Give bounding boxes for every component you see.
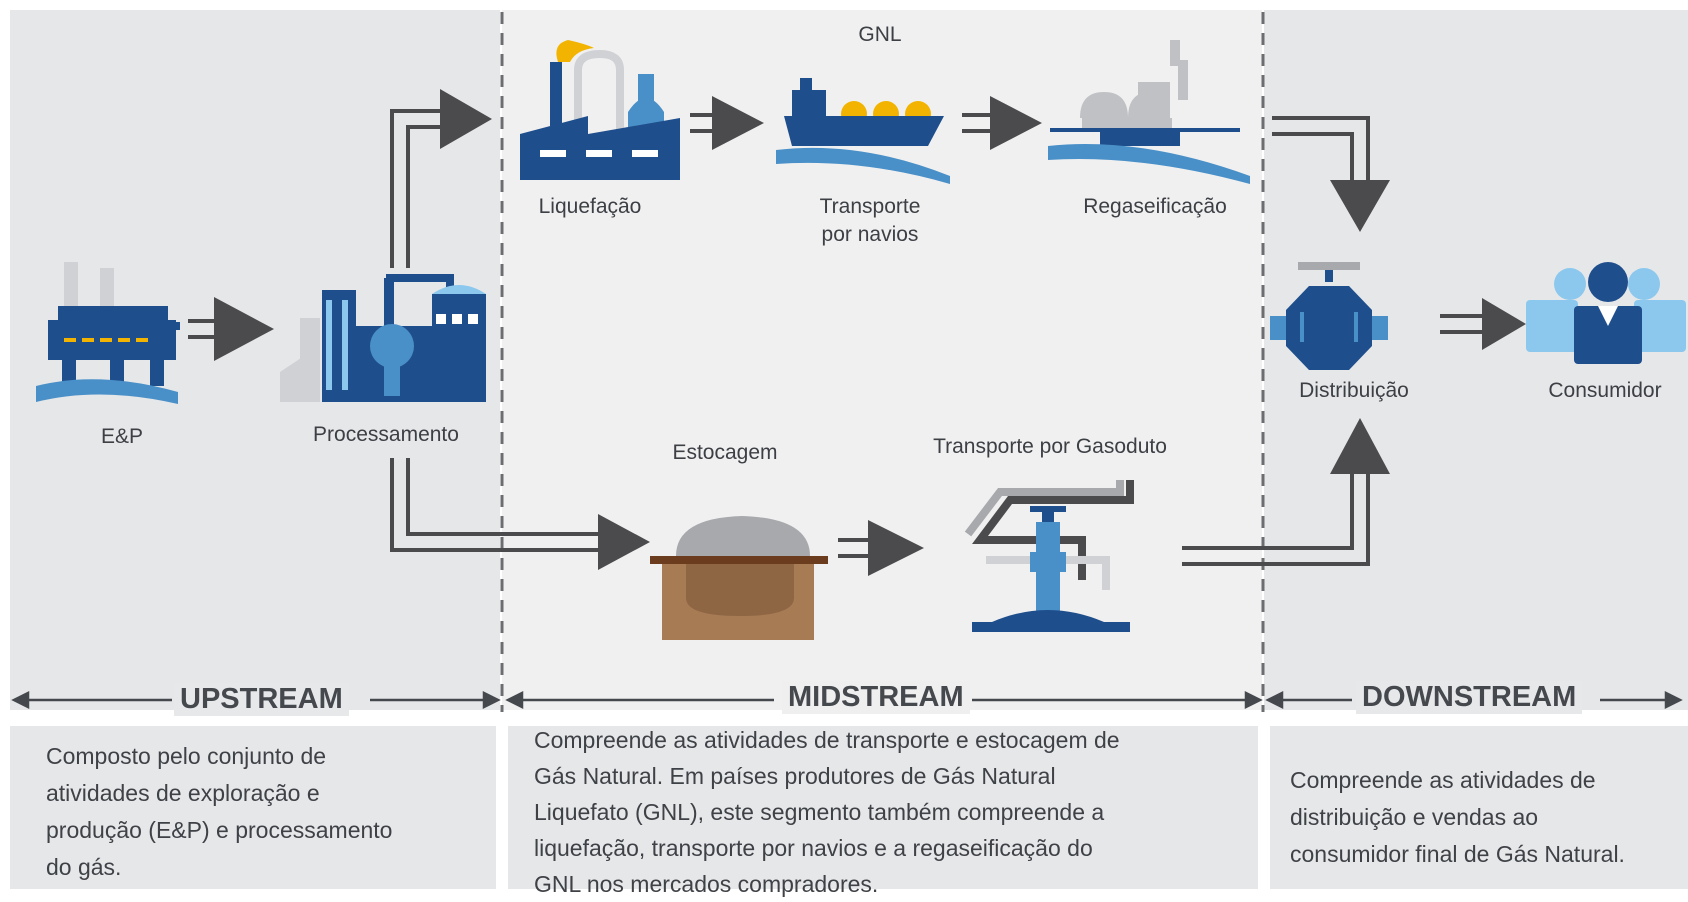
upstream-desc-line: produção (E&P) e processamento: [46, 817, 393, 843]
label-gnl: GNL: [858, 23, 902, 46]
midstream-title: MIDSTREAM: [782, 681, 970, 714]
arrow-to-liquefacao: [440, 89, 492, 149]
flow-connectors: [188, 109, 1482, 566]
underground-storage-icon: [650, 516, 828, 640]
label-regaseificacao: Regaseificação: [1083, 195, 1227, 218]
upstream-description: Composto pelo conjunto de atividades de …: [46, 738, 392, 886]
downstream-desc-line: Compreende as atividades de: [1290, 767, 1596, 793]
label-distribuicao: Distribuição: [1299, 379, 1409, 402]
midstream-desc-box: [508, 726, 1258, 889]
label-estocagem: Estocagem: [672, 441, 778, 464]
lng-ship-icon: [776, 78, 950, 184]
arrow-to-regaseificacao: [990, 96, 1042, 150]
downstream-title: DOWNSTREAM: [1356, 681, 1583, 714]
upstream-desc-line: atividades de exploração e: [46, 780, 320, 806]
upstream-desc-line: do gás.: [46, 854, 122, 880]
offshore-platform-icon: [36, 262, 180, 404]
consumer-people-icon: [1526, 262, 1686, 364]
arrow-to-consumidor: [1482, 298, 1526, 350]
label-transporte-navios-1: Transporte: [819, 195, 921, 218]
arrow-ep-processamento: [214, 297, 274, 361]
downstream-desc-line: distribuição e vendas ao: [1290, 804, 1539, 830]
upstream-desc-line: Composto pelo conjunto de: [46, 743, 327, 769]
distribution-valve-icon: [1270, 262, 1388, 370]
upstream-desc-box: [10, 726, 496, 889]
downstream-desc-line: consumidor final de Gás Natural.: [1290, 841, 1625, 867]
arrow-to-estocagem: [598, 514, 650, 570]
midstream-desc-line: GNL nos mercados compradores.: [534, 871, 879, 897]
downstream-description: Compreende as atividades de distribuição…: [1290, 762, 1625, 873]
midstream-desc-line: liquefação, transporte por navios e a re…: [534, 835, 1093, 861]
label-ep: E&P: [100, 425, 144, 448]
label-transporte-gasoduto: Transporte por Gasoduto: [933, 435, 1167, 458]
arrow-to-distribuicao-bottom: [1330, 418, 1390, 474]
label-liquefacao: Liquefação: [538, 195, 642, 218]
label-processamento: Processamento: [313, 423, 459, 446]
label-transporte-navios-2: por navios: [821, 223, 919, 246]
processing-plant-icon: [280, 274, 486, 402]
arrow-to-gasoduto: [868, 520, 924, 576]
midstream-desc-line: Gás Natural. Em países produtores de Gás…: [534, 763, 1056, 789]
liquefaction-plant-icon: [520, 40, 680, 180]
upstream-title: UPSTREAM: [174, 683, 349, 716]
flow-arrowheads: [214, 89, 1526, 576]
segment-span-lines: [11, 690, 1683, 710]
midstream-description: Compreende as atividades de transporte e…: [534, 722, 1120, 902]
arrow-to-navios: [712, 96, 764, 150]
label-consumidor: Consumidor: [1548, 379, 1662, 402]
downstream-desc-box: [1270, 726, 1688, 889]
gas-pipeline-valve-icon: [964, 480, 1134, 632]
midstream-desc-line: Liquefato (GNL), este segmento também co…: [534, 799, 1105, 825]
midstream-desc-line: Compreende as atividades de transporte e…: [534, 727, 1120, 753]
arrow-to-distribuicao-top: [1330, 180, 1390, 232]
regasification-terminal-icon: [1048, 40, 1250, 184]
